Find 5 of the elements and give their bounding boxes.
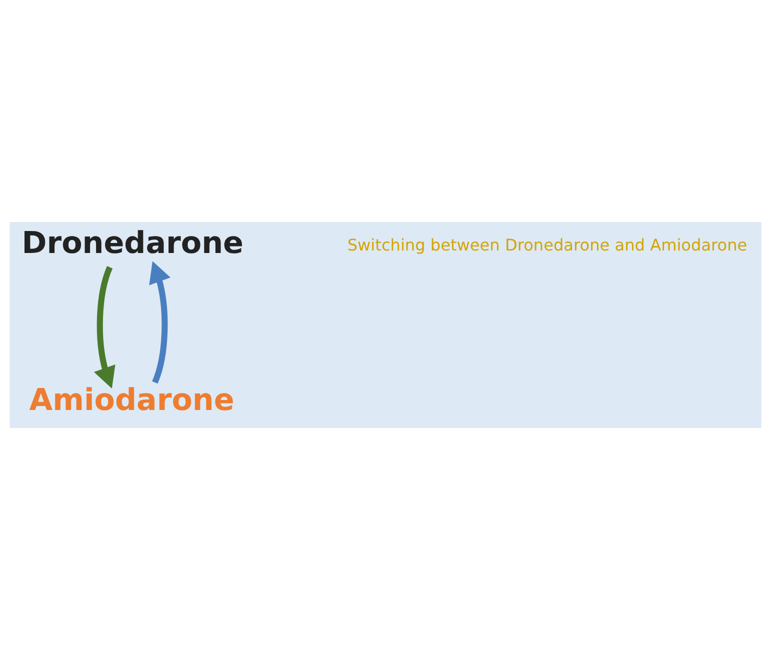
label: Switching between Dronedarone and Amiodarone	[347, 234, 748, 254]
node-text: Amiodarone	[29, 382, 234, 418]
node-text: Dronedarone	[22, 226, 244, 261]
arrow	[94, 266, 116, 388]
arrow	[149, 260, 170, 384]
